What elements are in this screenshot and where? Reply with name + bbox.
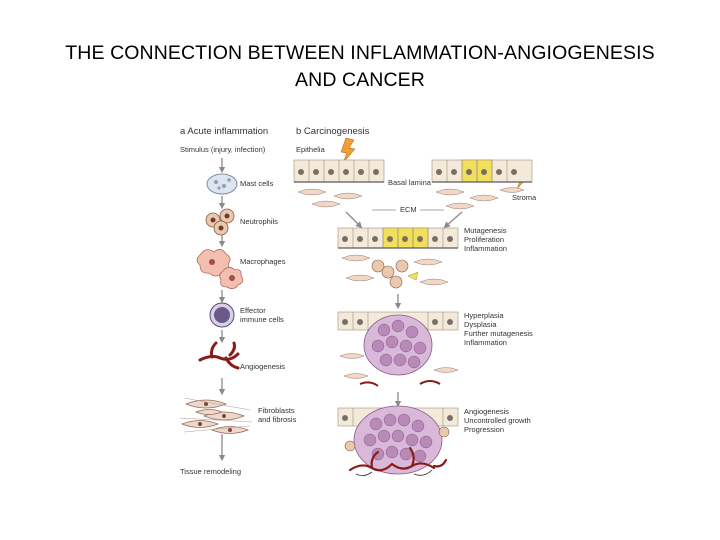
blood-vessel-icon [198,341,240,370]
step-angiogenesis: Angiogenesis [240,362,285,371]
epithelium-normal-left [293,159,385,183]
panel-b-carcinogenesis: b Carcinogenesis Epithelia Basal lamina [293,126,537,476]
macrophage-icon [196,249,244,289]
stage2-label-1: Mutagenesis [464,226,507,235]
panel-b-converging-arrows [345,211,463,408]
stage4-label-1: Angiogenesis [464,407,509,416]
epithelium-initiated-right [431,159,533,183]
panel-a-header: a Acute inflammation [180,126,268,137]
stroma-label: Stroma [512,193,537,202]
ecm-label: ECM [400,205,417,214]
fibrosis-strands [179,397,253,433]
stage4-label-2: Uncontrolled growth [464,416,531,425]
neutrophil-icon [205,208,235,236]
step-neutrophils: Neutrophils [240,217,278,226]
step-tissue-remodeling: Tissue remodeling [180,467,241,476]
stage2-label-2: Proliferation [464,235,504,244]
step-effector: Effector [240,306,266,315]
carcinogen-lightning-icon [340,137,356,164]
slide-title-line-2: AND CANCER [295,69,425,91]
stage4-label-3: Progression [464,425,504,434]
step-mast-cells: Mast cells [240,179,274,188]
mast-cell-icon [206,173,238,195]
stage3-label-4: Inflammation [464,338,507,347]
panel-b-header: b Carcinogenesis [296,126,370,137]
tissue-stage-mutagenesis [337,227,459,289]
panel-a-acute-inflammation: a Acute inflammation Stimulus (injury, i… [179,126,297,476]
fibroblast-icon [181,399,249,434]
step-fibroblasts: Fibroblasts [258,406,295,415]
stage2-label-3: Inflammation [464,244,507,253]
slide-title-line-1: THE CONNECTION BETWEEN INFLAMMATION-ANGI… [65,42,655,64]
slide-title: THE CONNECTION BETWEEN INFLAMMATION-ANGI… [0,40,720,94]
stroma-cells-right [435,187,525,210]
tissue-stage-hyperplasia [337,311,459,387]
arrow-b-right [443,211,463,229]
tissue-stage-progression [337,405,459,476]
stage3-label-1: Hyperplasia [464,311,504,320]
effector-immune-cell-icon [209,302,235,328]
stage3-label-2: Dysplasia [464,320,497,329]
step-fibrosis: and fibrosis [258,415,297,424]
basal-lamina-label: Basal lamina [388,178,432,187]
step-macrophages: Macrophages [240,257,286,266]
step-immune-cells: immune cells [240,315,284,324]
stimulus-label: Stimulus (injury, infection) [180,145,266,154]
epithelia-label: Epithelia [296,145,326,154]
stage3-label-3: Further mutagenesis [464,329,533,338]
stroma-cells-left [297,188,363,208]
arrow-b-left [345,211,363,229]
